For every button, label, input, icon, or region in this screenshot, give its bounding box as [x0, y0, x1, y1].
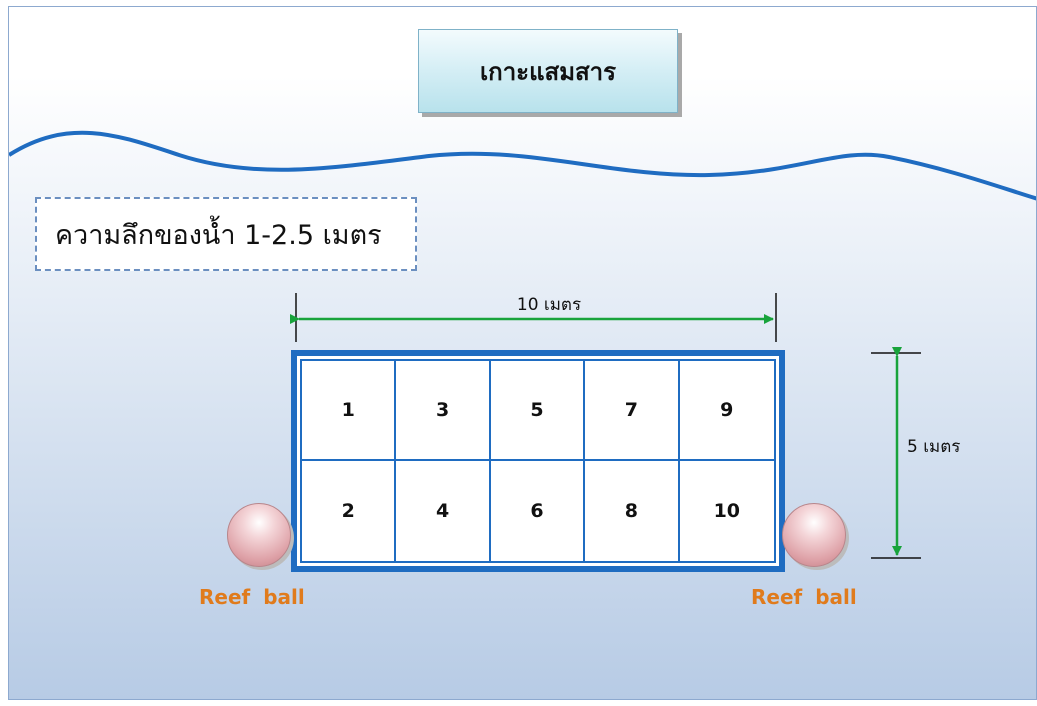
plot-cell: 1	[302, 361, 397, 461]
site-title: เกาะแสมสาร	[479, 57, 617, 86]
plot-cell: 10	[713, 500, 741, 522]
reef-ball-left-icon	[227, 503, 291, 567]
plot-cell: 4	[396, 461, 491, 561]
plot-cell: 5	[490, 361, 586, 461]
plot-cell: 8	[585, 461, 680, 561]
title-box: เกาะแสมสาร	[418, 29, 678, 113]
depth-label: ความลึกของน้ำ 1-2.5 เมตร	[55, 219, 382, 251]
plot-cell: 2	[302, 461, 397, 561]
plot-grid: 1 3 5 7 9 2 4 6 8 10	[291, 350, 785, 572]
dimension-arrows	[290, 293, 921, 559]
plot-cell: 6	[491, 461, 586, 561]
plot-grid-inner: 1 3 5 7 9 2 4 6 8 10	[300, 359, 776, 563]
reef-ball-left-label: Reef ball	[199, 585, 305, 609]
plot-cell: 3	[396, 361, 491, 461]
reef-ball-right-icon	[782, 503, 846, 567]
water-surface-wave	[9, 130, 1036, 201]
depth-label-box: ความลึกของน้ำ 1-2.5 เมตร	[35, 197, 417, 271]
reef-ball-right-label: Reef ball	[751, 585, 857, 609]
plot-cell: 7	[585, 361, 680, 461]
width-label: 10 เมตร	[516, 295, 582, 315]
plot-cell: 9	[679, 361, 774, 461]
height-label: 5 เมตร	[907, 437, 961, 457]
diagram-canvas: เกาะแสมสาร ความลึกของน้ำ 1-2.5 เมตร 10 เ…	[8, 6, 1037, 700]
